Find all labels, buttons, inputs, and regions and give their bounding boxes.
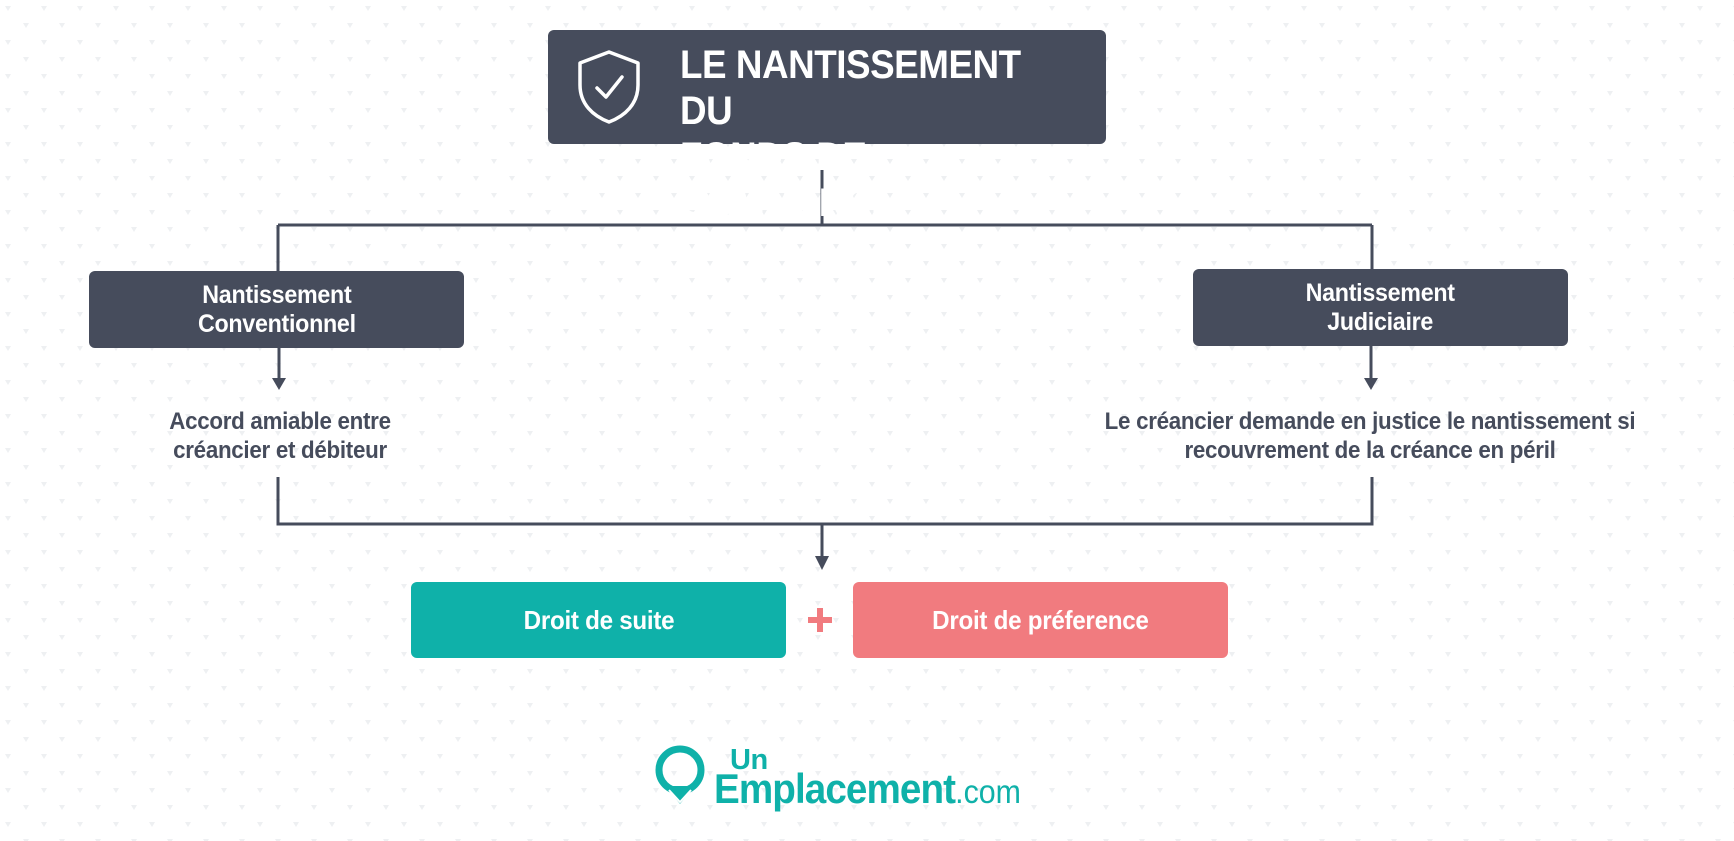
branch-box-judiciaire: Nantissement Judiciaire bbox=[1193, 269, 1568, 346]
branch-description-conventionnel: Accord amiable entre créancier et débite… bbox=[100, 407, 460, 465]
arrowhead-left bbox=[272, 378, 286, 390]
result-label: Droit de préference bbox=[932, 604, 1149, 635]
branch-description-judiciaire: Le créancier demande en justice le nanti… bbox=[1020, 407, 1720, 465]
description-line-2: créancier et débiteur bbox=[173, 437, 387, 464]
shield-check-icon bbox=[578, 50, 640, 124]
result-droit-de-preference: Droit de préference bbox=[853, 582, 1228, 658]
arrowhead-right bbox=[1364, 378, 1378, 390]
title-box: LE NANTISSEMENT DU FONDS DE COMMERCE bbox=[548, 30, 1106, 225]
description-line-2: recouvrement de la créance en péril bbox=[1184, 437, 1556, 464]
result-label: Droit de suite bbox=[523, 604, 674, 635]
logo-text-un: Un bbox=[730, 744, 768, 776]
logo-text-emplacement: Emplacement bbox=[714, 765, 956, 812]
branch-label-line-1: Nantissement bbox=[1305, 278, 1456, 307]
title-line-1: LE NANTISSEMENT DU bbox=[680, 43, 1021, 133]
plus-icon bbox=[808, 608, 832, 632]
logo-text-suffix: .com bbox=[955, 773, 1021, 810]
result-droit-de-suite: Droit de suite bbox=[411, 582, 786, 658]
unemplacement-logo bbox=[655, 745, 705, 804]
title-line-2: FONDS DE COMMERCE bbox=[680, 135, 896, 225]
description-line-1: Accord amiable entre bbox=[169, 408, 391, 435]
page-title: LE NANTISSEMENT DU FONDS DE COMMERCE bbox=[680, 42, 1066, 226]
branch-label-line-2: Judiciaire bbox=[1327, 307, 1434, 336]
logo-text-main: Emplacement.com bbox=[714, 764, 1021, 817]
branch-label-line-1: Nantissement bbox=[201, 280, 352, 309]
arrowhead-bottom bbox=[815, 556, 829, 570]
description-line-1: Le créancier demande en justice le nanti… bbox=[1104, 408, 1636, 435]
map-pin-icon bbox=[655, 745, 705, 804]
branch-box-conventionnel: Nantissement Conventionnel bbox=[89, 271, 464, 348]
branch-label-line-2: Conventionnel bbox=[197, 309, 356, 338]
